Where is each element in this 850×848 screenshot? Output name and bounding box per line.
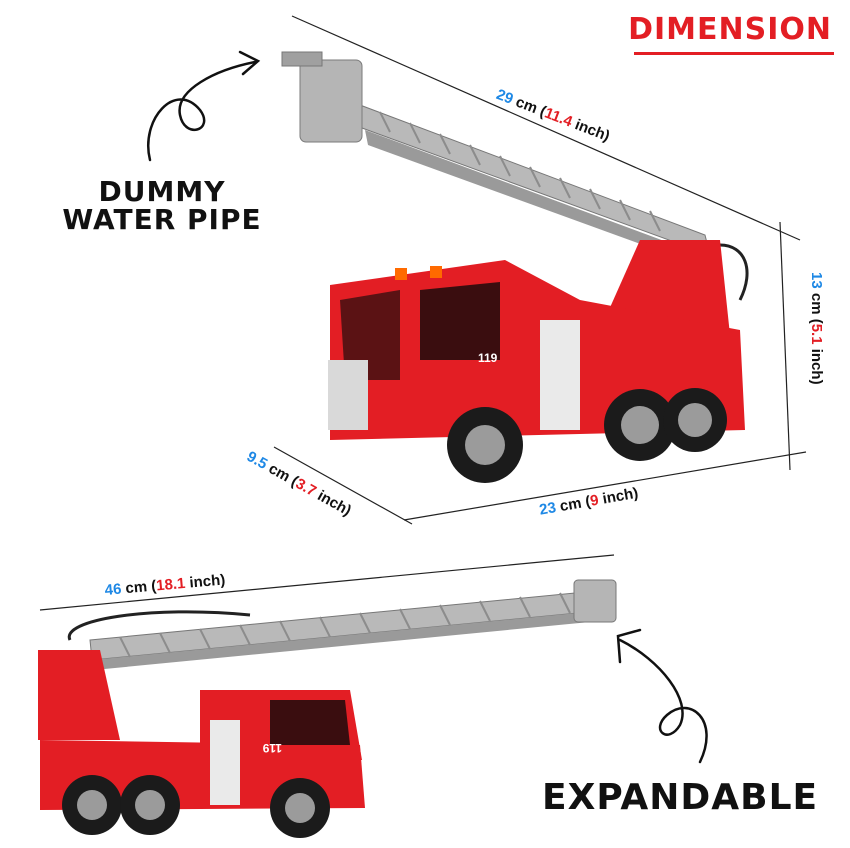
measurement-height: 13 cm (5.1 inch) xyxy=(808,272,825,385)
inch-unit: inch) xyxy=(184,571,226,592)
callout-expandable: EXPANDABLE xyxy=(542,777,819,818)
page-title: DIMENSION xyxy=(628,12,832,47)
ladder-basket xyxy=(573,579,617,623)
inch-value: 18.1 xyxy=(155,574,187,595)
upper-truck xyxy=(328,240,749,483)
callout-line: DUMMY xyxy=(98,175,226,208)
height-line xyxy=(779,221,791,471)
truck-number-top: 119 xyxy=(478,351,498,365)
width-line xyxy=(273,446,413,525)
ladder-basket xyxy=(299,59,363,143)
length-line xyxy=(403,451,807,521)
lower-truck xyxy=(38,650,365,838)
upper-ladder xyxy=(281,51,712,270)
inch-value: 5.1 xyxy=(808,323,825,345)
cm-value: 13 xyxy=(808,272,825,289)
cm-unit: cm ( xyxy=(808,288,825,324)
ladder-length-line xyxy=(291,15,801,241)
inch-unit: inch) xyxy=(808,344,825,385)
curly-arrow-icon xyxy=(616,628,708,764)
lower-ladder xyxy=(67,579,617,670)
extended-line xyxy=(39,554,615,611)
callout-line: WATER PIPE xyxy=(62,203,262,236)
title-underline xyxy=(634,52,834,55)
dimension-lines xyxy=(39,15,807,611)
cm-unit: cm ( xyxy=(120,577,157,598)
curly-arrow-icon xyxy=(147,50,261,162)
cm-value: 46 xyxy=(104,580,123,599)
truck-number-bottom: 119 xyxy=(262,741,282,755)
callout-dummy-water-pipe: DUMMY WATER PIPE xyxy=(62,178,262,234)
